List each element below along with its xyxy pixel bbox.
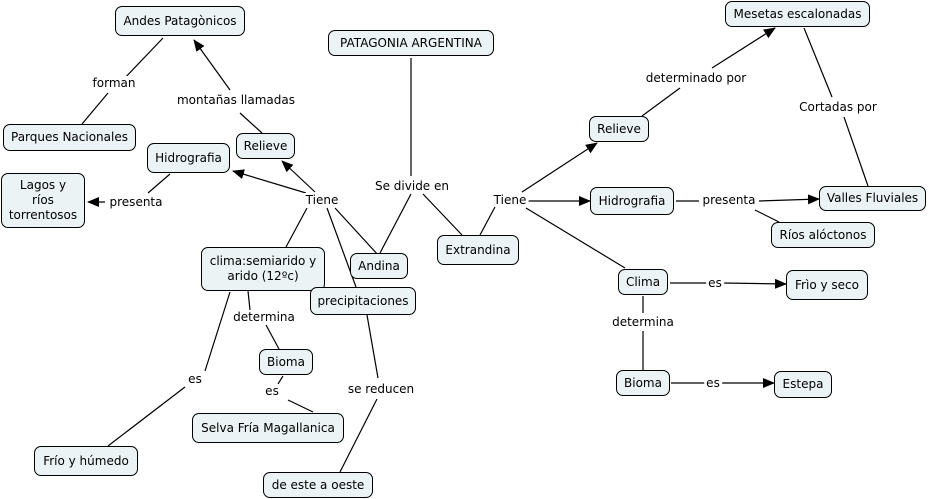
- line-connector: [81, 92, 109, 125]
- concept-frio-y-seco[interactable]: Frìo y seco: [786, 270, 868, 300]
- concept-valles-fluviales[interactable]: Valles Fluviales: [819, 186, 926, 211]
- concept-patagonia-argentina[interactable]: PATAGONIA ARGENTINA: [328, 30, 494, 56]
- link-se-divide-en: Se divide en: [372, 179, 452, 193]
- link-es-bioma-andina: es: [263, 384, 281, 398]
- line-connector: [422, 193, 463, 236]
- concept-estepa[interactable]: Estepa: [774, 371, 832, 398]
- line-connector: [147, 173, 171, 194]
- link-presenta-extrandina: presenta: [700, 193, 758, 207]
- concept-lagos-rios-torrentosos[interactable]: Lagos y ríos torrentosos: [1, 173, 85, 228]
- concept-extrandina[interactable]: Extrandina: [437, 235, 519, 265]
- concept-clima-semiarido[interactable]: clima:semiarido y arido (12ºc): [201, 247, 325, 291]
- link-se-reducen: se reducen: [345, 382, 417, 396]
- concept-andina[interactable]: Andina: [350, 253, 408, 279]
- concept-relieve-extrandina[interactable]: Relieve: [589, 116, 649, 142]
- link-tiene-andina: Tiene: [303, 193, 341, 207]
- line-connector: [366, 314, 379, 379]
- line-connector: [379, 193, 412, 254]
- concept-parques-nacionales[interactable]: Parques Nacionales: [3, 124, 136, 151]
- arrow-connector: [711, 27, 776, 69]
- link-forman: forman: [90, 76, 138, 90]
- arrow-connector: [521, 142, 598, 193]
- concept-precipitaciones[interactable]: precipitaciones: [310, 287, 416, 315]
- arrow-connector: [758, 194, 820, 205]
- concept-hidrografia-andina[interactable]: Hidrografia: [147, 143, 230, 173]
- link-tiene-extrandina: Tiene: [491, 193, 529, 207]
- arrow-connector: [722, 278, 787, 289]
- arrow-connector: [281, 160, 316, 193]
- link-determina-extrandina: determina: [610, 315, 676, 329]
- line-connector: [339, 398, 378, 473]
- concept-bioma-extrandina[interactable]: Bioma: [616, 370, 670, 396]
- line-connector: [265, 324, 280, 350]
- concept-relieve-andina[interactable]: Relieve: [236, 133, 295, 159]
- link-determina-andina: determina: [231, 310, 297, 324]
- concept-selva-fria-magallanica[interactable]: Selva Fría Magallanica: [192, 413, 344, 443]
- line-connector: [287, 399, 314, 413]
- arrow-connector: [232, 169, 307, 194]
- link-montanas-llamadas: montañas llamadas: [174, 93, 298, 107]
- concept-clima-extrandina[interactable]: Clima: [618, 269, 668, 295]
- line-connector: [239, 112, 263, 134]
- line-connector: [122, 37, 164, 81]
- concept-de-este-a-oeste[interactable]: de este a oeste: [263, 472, 373, 498]
- line-connector: [277, 375, 284, 385]
- line-connector: [247, 290, 251, 311]
- concept-hidrografia-extrandina[interactable]: Hidrografia: [590, 187, 674, 215]
- line-connector: [334, 207, 380, 257]
- arrow-connector: [193, 39, 231, 91]
- line-connector: [479, 206, 496, 236]
- concept-andes-patagonicos[interactable]: Andes Patagònicos: [115, 6, 245, 36]
- concept-frio-y-humedo[interactable]: Frío y húmedo: [34, 446, 138, 476]
- concept-bioma-andina[interactable]: Bioma: [259, 349, 313, 375]
- link-es-clima-andina: es: [186, 372, 204, 386]
- concept-rios-aloctonos[interactable]: Ríos alóctonos: [771, 222, 875, 248]
- line-connector: [525, 207, 626, 269]
- line-connector: [285, 207, 308, 248]
- line-connector: [754, 209, 780, 223]
- link-determinado-por: determinado por: [643, 71, 749, 85]
- line-connector: [843, 116, 869, 187]
- line-connector: [107, 386, 186, 447]
- link-es-clima-extrandina: es: [706, 276, 724, 290]
- line-connector: [803, 27, 833, 98]
- line-connector: [641, 87, 681, 117]
- link-cortadas-por: Cortadas por: [797, 100, 879, 114]
- link-es-bioma-extrandina: es: [704, 376, 722, 390]
- concept-mesetas-escalonadas[interactable]: Mesetas escalonadas: [725, 1, 870, 27]
- line-connector: [204, 291, 231, 372]
- link-presenta-andina: presenta: [107, 195, 165, 209]
